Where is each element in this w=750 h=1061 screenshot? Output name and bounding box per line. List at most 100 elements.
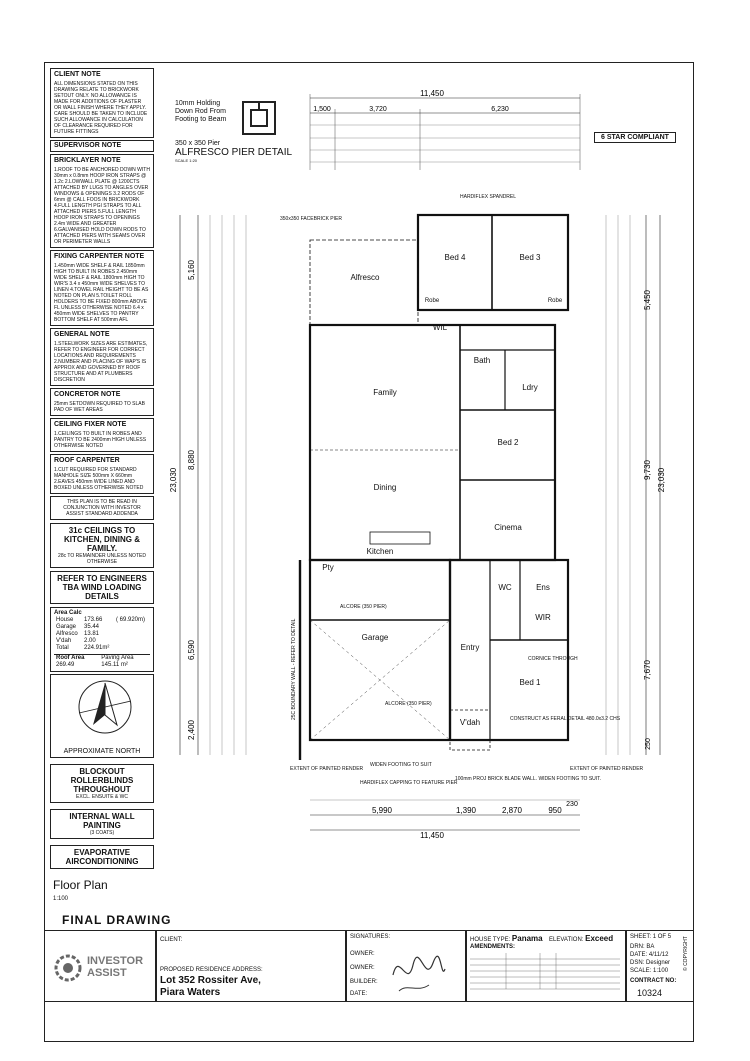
- room-bath: Bath: [474, 356, 490, 365]
- dim-bottom-d: 950: [548, 806, 562, 815]
- ceilings-box-sub: 28c TO REMAINDER UNLESS NOTED OTHERWISE: [58, 553, 146, 565]
- note-construct: CONSTRUCT AS FERAL DETAIL 480.0x3.2 CHS: [510, 716, 621, 722]
- dim-right-4: 250: [645, 738, 652, 750]
- dim-left-4: 2,400: [187, 719, 196, 740]
- title-block: INVESTOR ASSIST CLIENT: PROPOSED RESIDEN…: [44, 930, 694, 1040]
- signatures-cell: SIGNATURES: OWNER: OWNER: BUILDER: DATE:: [346, 930, 466, 1002]
- dim-left-3: 6,590: [187, 639, 196, 660]
- address-line2: Piara Waters: [160, 987, 221, 998]
- supervisor-note: SUPERVISOR NOTE: [50, 140, 154, 152]
- fixing-carpenter-note-body: 1.450mm WIDE SHELF & RAIL 1850mm HIGH TO…: [54, 263, 149, 323]
- fixing-carpenter-note-title: FIXING CARPENTER NOTE: [54, 253, 145, 260]
- dim-left-total: 23,030: [169, 467, 178, 492]
- dim-left-1: 5,160: [187, 259, 196, 280]
- copyright: © COPYRIGHT: [683, 936, 689, 971]
- signatures-label: SIGNATURES:: [350, 934, 391, 940]
- room-garage: Garage: [362, 633, 389, 642]
- area-extra: [114, 624, 150, 631]
- room-cinema: Cinema: [494, 523, 522, 532]
- room-family: Family: [373, 388, 397, 397]
- area-extra: ( 69.920m): [116, 617, 146, 623]
- alfresco-pier-detail: 10mm Holding Down Rod From Footing to Be…: [175, 100, 335, 163]
- pier-holding-text: 10mm Holding Down Rod From Footing to Be…: [175, 100, 227, 123]
- dim-bottom-overall: 11,450: [420, 831, 444, 840]
- dim-bottom-e: 230: [566, 801, 578, 808]
- paving-area-label: Paving Area: [101, 655, 134, 661]
- dim-right-1: 5,450: [643, 289, 652, 310]
- room-wil: WIL: [433, 323, 448, 332]
- room-alfresco: Alfresco: [351, 273, 380, 282]
- house-type: Panama: [511, 934, 543, 943]
- engineers-box-text: REFER TO ENGINEERS TBA WIND LOADING DETA…: [57, 574, 147, 601]
- compass-label: APPROXIMATE NORTH: [63, 748, 141, 755]
- room-bed4: Bed 4: [445, 253, 466, 262]
- note-capping: HARDIFLEX CAPPING TO FEATURE PIER: [360, 780, 458, 786]
- area-row: House 173.66 ( 69.920m): [54, 617, 150, 624]
- ceiling-fixer-note-title: CEILING FIXER NOTE: [54, 421, 127, 428]
- concretor-note-title: CONCRETOR NOTE: [54, 391, 121, 398]
- client-address-cell: CLIENT: PROPOSED RESIDENCE ADDRESS: Lot …: [156, 930, 346, 1002]
- floor-plan-drawing: 11,450 1,500 3,720 6,230 23,030 5,160 8,…: [169, 89, 666, 840]
- room-dining: Dining: [374, 483, 397, 492]
- option-box: INTERNAL WALL PAINTING(3 COATS): [50, 809, 154, 839]
- scale-text: 1:100: [53, 896, 69, 902]
- area-extra: [114, 638, 150, 645]
- area-value: 2.00: [84, 638, 96, 644]
- dim-right-total: 23,030: [657, 467, 666, 492]
- area-label: House: [56, 617, 74, 623]
- pier-scale: SCALE 1:20: [175, 158, 198, 163]
- room-kitchen: Kitchen: [367, 547, 394, 556]
- option-box-title: EVAPORATIVE AIRCONDITIONING: [65, 848, 139, 866]
- house-walls: [298, 213, 570, 760]
- option-box-sub: (3 COATS): [89, 830, 115, 836]
- room-bed2: Bed 2: [498, 438, 519, 447]
- room-bed1: Bed 1: [520, 678, 541, 687]
- room-ens: Ens: [536, 583, 550, 592]
- final-drawing-label: FINAL DRAWING: [62, 913, 172, 927]
- note-facebrick: 350x350 FACEBRICK PIER: [280, 216, 342, 222]
- room-entry: Entry: [461, 643, 480, 652]
- date2-label: DATE:: [630, 952, 648, 958]
- roof-area-label: Roof Area: [56, 655, 85, 661]
- compass-box: APPROXIMATE NORTH: [50, 674, 154, 758]
- star-compliant-badge: 6 STAR COMPLIANT: [594, 132, 676, 143]
- area-label: V'dah: [56, 638, 72, 644]
- scale-label: SCALE:: [630, 968, 652, 974]
- client-label: CLIENT:: [160, 937, 183, 943]
- date-label: DATE:: [350, 991, 368, 997]
- room-ldry: Ldry: [522, 383, 538, 392]
- bricklayer-note: BRICKLAYER NOTE 1.ROOF TO BE ANCHORED DO…: [50, 154, 154, 248]
- area-row: V'dah 2.00: [54, 638, 150, 645]
- scale-value: 1:100: [653, 968, 669, 974]
- owner-label: OWNER:: [350, 951, 375, 957]
- roof-carpenter-note-body: 1.CUT REQUIRED FOR STANDARD MANHOLE SIZE…: [54, 467, 144, 491]
- sheet-label: SHEET:: [630, 934, 652, 940]
- contract-label: CONTRACT NO:: [630, 978, 677, 984]
- bricklayer-note-title: BRICKLAYER NOTE: [54, 157, 121, 164]
- fixing-carpenter-note: FIXING CARPENTER NOTE 1.450mm WIDE SHELF…: [50, 250, 154, 326]
- area-calc-title: Area Calc: [54, 610, 82, 616]
- room-vdah: V'dah: [460, 718, 480, 727]
- area-value: 173.66: [84, 617, 103, 623]
- note-alcore-2: ALCORE (350 PIER): [385, 701, 432, 707]
- room-bed3: Bed 3: [520, 253, 541, 262]
- roof-carpenter-note-title: ROOF CARPENTER: [54, 457, 120, 464]
- note-cornice: CORNICE THROUGH: [528, 656, 578, 662]
- signature-scribble-icon: [392, 955, 446, 992]
- general-note-title: GENERAL NOTE: [54, 331, 110, 338]
- sheet-info-cell: SHEET: 1 OF 5 DRN: BA DATE: 4/11/12 DSN:…: [626, 930, 694, 1002]
- north-arrow-icon: [78, 680, 132, 734]
- address-line1: Lot 352 Rossiter Ave,: [160, 975, 261, 986]
- dim-bottom-a: 5,990: [372, 806, 393, 815]
- address-label: PROPOSED RESIDENCE ADDRESS:: [160, 967, 263, 973]
- general-note-body: 1.STEELWORK SIZES ARE ESTIMATES, REFER T…: [54, 341, 148, 383]
- dsn-label: DSN:: [630, 960, 645, 966]
- ceiling-fixer-note: CEILING FIXER NOTE 1.CEILINGS TO BUILT I…: [50, 418, 154, 452]
- dim-bottom-b: 1,390: [456, 806, 477, 815]
- dim-right-2: 9,730: [643, 459, 652, 480]
- concretor-note-body: 25mm SETDOWN REQUIRED TO SLAB PAD OF WET…: [54, 401, 145, 413]
